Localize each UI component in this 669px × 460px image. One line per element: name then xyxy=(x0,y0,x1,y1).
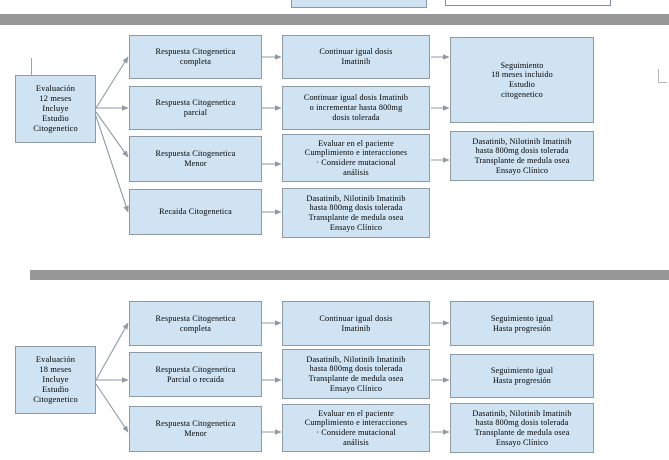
flow18-treatment-box-1[interactable]: Continuar igual dosis Imatinib xyxy=(282,301,430,346)
flow12-treatment-box-4[interactable]: Dasatinib, Nilotinib Imatinib hasta 800m… xyxy=(282,188,430,238)
flow18-treatment-box-3[interactable]: Evaluar en el paciente Cumplimiento e in… xyxy=(282,404,430,452)
flow18-response-box-3[interactable]: Respuesta Citogenetica Menor xyxy=(129,406,262,452)
flow18-outcome-box-2[interactable]: Seguimiento igual Hasta progresión xyxy=(450,354,594,398)
crop-mark-icon xyxy=(658,69,667,83)
flow12-response-box-3[interactable]: Respuesta Citogenetica Menor xyxy=(129,136,262,182)
flow12-outcome-box-3[interactable]: Dasatinib, Nilotinib Imatinib hasta 800m… xyxy=(450,131,594,181)
flow18-response-box-2[interactable]: Respuesta Citogenetica Parcial o recaida xyxy=(129,352,262,397)
flow18-outcome-box-1[interactable]: Seguimiento igual Hasta progresión xyxy=(450,301,594,346)
separator-middle xyxy=(30,270,669,280)
separator-top xyxy=(0,14,669,25)
flow12-treatment-box-2[interactable]: Continuar igual dosis Imatinib o increme… xyxy=(282,86,430,130)
top-fragment-white-box xyxy=(445,0,611,6)
flow12-treatment-box-3[interactable]: Evaluar en el paciente Cumplimiento e in… xyxy=(282,134,430,182)
flow12-response-box-4[interactable]: Recaida Citogenetica xyxy=(129,189,262,235)
flow18-response-box-1[interactable]: Respuesta Citogenetica completa xyxy=(129,301,262,346)
flow18-outcome-box-3[interactable]: Dasatinib, Nilotinib Imatinib hasta 800m… xyxy=(450,403,594,453)
flow12-response-box-2[interactable]: Respuesta Citogenetica parcial xyxy=(129,86,262,130)
top-fragment-blue-box xyxy=(291,0,427,8)
flow12-root-box[interactable]: Evaluación 12 meses Incluye Estudio Cito… xyxy=(15,75,96,143)
flow18-root-box[interactable]: Evaluación 18 meses Incluye Estudio Cito… xyxy=(15,346,96,414)
flow12-treatment-box-1[interactable]: Continuar igual dosis Imatinib xyxy=(282,35,430,79)
flow12-outcome-box-1[interactable]: Seguimiento 18 meses incluido Estudio ci… xyxy=(450,37,594,123)
root-stub-line xyxy=(31,58,32,75)
flow18-treatment-box-2[interactable]: Dasatinib, Nilotinib Imatinib hasta 800m… xyxy=(282,349,430,399)
flow12-response-box-1[interactable]: Respuesta Citogenetica completa xyxy=(129,35,262,79)
